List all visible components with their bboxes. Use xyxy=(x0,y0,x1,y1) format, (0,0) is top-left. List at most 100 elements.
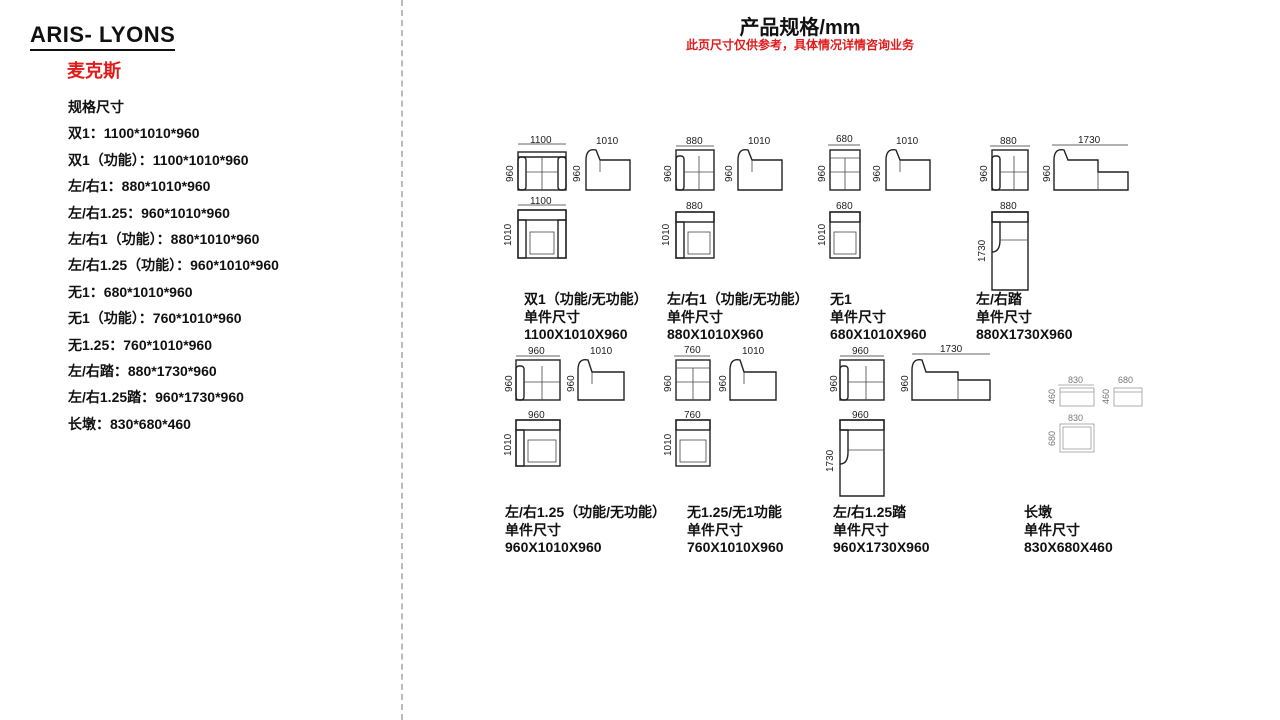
dim-label: 880 xyxy=(1000,201,1017,212)
module-caption: 长墩 单件尺寸 830X680X460 xyxy=(1024,504,1113,557)
dim-label: 960 xyxy=(663,165,674,182)
dim-label: 1730 xyxy=(825,449,836,472)
dim-label: 1730 xyxy=(977,239,988,262)
spec-heading: 规格尺寸 xyxy=(68,99,124,115)
spec-item: 左/右1：880*1010*960 xyxy=(68,178,211,195)
dim-label: 1100 xyxy=(530,196,552,207)
dim-label: 1730 xyxy=(1078,135,1101,146)
module-label: 单件尺寸 xyxy=(976,308,1032,325)
dim-label: 1010 xyxy=(817,223,828,246)
brand-chinese-name: 麦克斯 xyxy=(67,61,121,81)
dim-label: 830 xyxy=(1068,413,1083,423)
dashed-divider xyxy=(401,0,403,720)
page-title: 产品规格/mm xyxy=(739,17,861,39)
dim-label: 960 xyxy=(505,165,516,182)
spec-item: 左/右1.25：960*1010*960 xyxy=(68,204,230,221)
module-label: 单件尺寸 xyxy=(667,308,723,325)
spec-item: 无1：680*1010*960 xyxy=(68,283,193,300)
dim-label: 960 xyxy=(504,375,515,392)
dim-label: 830 xyxy=(1068,375,1083,385)
dim-label: 960 xyxy=(528,346,545,357)
module-label: 单件尺寸 xyxy=(505,521,561,538)
spec-list: 规格尺寸 双1：1100*1010*960 双1（功能）：1100*1010*9… xyxy=(68,94,279,437)
module-label: 单件尺寸 xyxy=(833,521,889,538)
dim-label: 760 xyxy=(684,410,701,421)
page-subtitle: 此页尺寸仅供参考，具体情况详情咨询业务 xyxy=(685,38,914,52)
dim-label: 1010 xyxy=(742,346,765,357)
dim-label: 960 xyxy=(852,410,869,421)
dim-label: 1010 xyxy=(661,223,672,246)
dim-label: 680 xyxy=(836,201,853,212)
drawing-chaise: 880 960 1730 960 880 1730 xyxy=(977,135,1129,291)
spec-item: 左/右1（功能）：880*1010*960 xyxy=(68,231,260,248)
module-name: 左/右1.25踏 xyxy=(833,504,907,520)
dim-label: 960 xyxy=(1042,165,1053,182)
drawing-armless-125: 760 960 1010 960 760 1010 xyxy=(663,345,777,467)
dim-label: 1010 xyxy=(663,433,674,456)
module-size: 960X1010X960 xyxy=(505,539,602,555)
dim-label: 960 xyxy=(872,165,883,182)
drawing-ottoman: 830 460 680 460 830 680 xyxy=(1047,375,1143,453)
module-label: 单件尺寸 xyxy=(1024,521,1080,538)
module-name: 左/右1（功能/无功能） xyxy=(667,291,809,307)
drawing-double-seat: 1100 960 1010 960 1100 1010 xyxy=(503,135,631,259)
dim-label: 1730 xyxy=(940,344,963,355)
module-caption: 无1.25/无1功能 单件尺寸 760X1010X960 xyxy=(687,504,784,557)
spec-item: 双1（功能）：1100*1010*960 xyxy=(68,151,249,168)
spec-item: 左/右踏：880*1730*960 xyxy=(68,363,217,380)
module-name: 无1.25/无1功能 xyxy=(687,504,782,520)
module-name: 长墩 xyxy=(1024,504,1052,520)
module-size: 1100X1010X960 xyxy=(524,326,628,342)
spec-item: 左/右1.25（功能）：960*1010*960 xyxy=(68,257,279,274)
dim-label: 880 xyxy=(686,201,703,212)
drawing-left-right-125: 960 960 1010 960 960 1010 xyxy=(503,346,625,467)
module-size: 760X1010X960 xyxy=(687,539,784,555)
dim-label: 960 xyxy=(528,410,545,421)
dim-label: 1100 xyxy=(530,135,552,146)
dim-label: 960 xyxy=(852,346,869,357)
spec-item: 无1.25：760*1010*960 xyxy=(68,336,213,353)
module-caption: 无1 单件尺寸 680X1010X960 xyxy=(830,291,927,344)
module-name: 双1（功能/无功能） xyxy=(524,291,648,307)
module-caption: 左/右踏 单件尺寸 880X1730X960 xyxy=(976,291,1073,344)
module-caption: 左/右1.25（功能/无功能） 单件尺寸 960X1010X960 xyxy=(505,504,666,557)
spec-item: 无1（功能）：760*1010*960 xyxy=(68,310,242,327)
dim-label: 1010 xyxy=(748,136,771,147)
spec-item: 长墩：830*680*460 xyxy=(68,415,191,432)
dim-label: 1010 xyxy=(503,433,514,456)
dim-label: 1010 xyxy=(590,346,613,357)
module-name: 无1 xyxy=(830,291,852,307)
dim-label: 960 xyxy=(817,165,828,182)
dim-label: 680 xyxy=(836,134,853,145)
module-name: 左/右1.25（功能/无功能） xyxy=(505,504,667,520)
drawing-left-right-seat: 880 960 1010 960 880 1010 xyxy=(661,136,783,259)
module-size: 880X1010X960 xyxy=(667,326,764,342)
drawing-chaise-125: 960 960 1730 960 960 1730 xyxy=(825,344,991,497)
module-name: 左/右踏 xyxy=(976,291,1022,307)
dim-label: 960 xyxy=(566,375,577,392)
spec-item: 双1：1100*1010*960 xyxy=(68,125,200,142)
dim-label: 880 xyxy=(686,136,703,147)
dim-label: 960 xyxy=(663,375,674,392)
drawing-armless-seat: 680 960 1010 960 680 1010 xyxy=(817,134,931,259)
module-size: 830X680X460 xyxy=(1024,539,1113,555)
module-label: 单件尺寸 xyxy=(830,308,886,325)
dim-label: 760 xyxy=(684,345,701,356)
dim-label: 880 xyxy=(1000,136,1017,147)
spec-item: 左/右1.25踏：960*1730*960 xyxy=(68,389,244,406)
dim-label: 960 xyxy=(724,165,735,182)
dim-label: 960 xyxy=(979,165,990,182)
module-caption: 左/右1（功能/无功能） 单件尺寸 880X1010X960 xyxy=(667,291,809,344)
dim-label: 1010 xyxy=(896,136,919,147)
dim-label: 960 xyxy=(718,375,729,392)
module-size: 960X1730X960 xyxy=(833,539,930,555)
brand-name: ARIS- LYONS xyxy=(30,22,176,51)
module-label: 单件尺寸 xyxy=(524,308,580,325)
dim-label: 960 xyxy=(900,375,911,392)
module-label: 单件尺寸 xyxy=(687,521,743,538)
module-caption: 双1（功能/无功能） 单件尺寸 1100X1010X960 xyxy=(524,291,648,344)
dim-label: 1010 xyxy=(503,223,514,246)
module-size: 880X1730X960 xyxy=(976,326,1073,342)
dim-label: 460 xyxy=(1101,389,1111,404)
dim-label: 960 xyxy=(829,375,840,392)
